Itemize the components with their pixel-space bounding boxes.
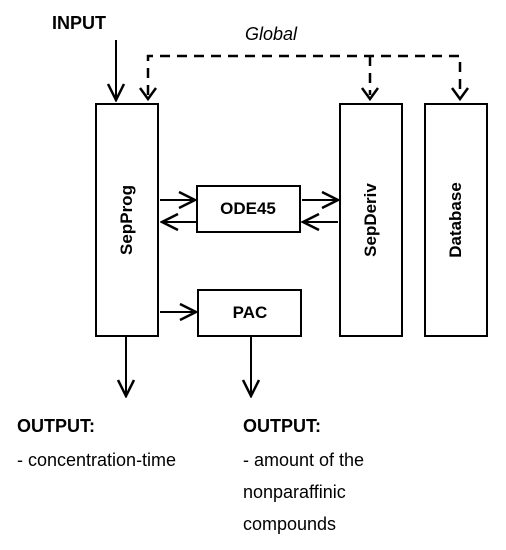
ode45-box — [196, 185, 301, 233]
sepprog-label: SepProg — [117, 185, 136, 255]
sepprog-box — [95, 103, 159, 337]
sepderiv-label: SepDeriv — [361, 183, 380, 257]
right-output-heading: OUTPUT: — [243, 416, 321, 436]
database-box — [424, 103, 488, 337]
global-arrowheads — [138, 87, 470, 102]
pac-label: PAC — [232, 303, 268, 322]
global-dashed-connector — [146, 54, 462, 95]
right-output-line-2: nonparaffinic — [243, 482, 346, 502]
right-output-line-3: compounds — [243, 514, 337, 534]
pac-box — [197, 289, 302, 337]
ode45-label: ODE45 — [220, 199, 276, 218]
left-output-heading: OUTPUT: — [17, 416, 95, 436]
input-label: INPUT — [52, 13, 106, 33]
global-label: Global — [245, 24, 298, 44]
sepderiv-box — [339, 103, 403, 337]
right-output-line-1: - amount of the — [243, 450, 365, 470]
left-output-item: - concentration-time — [17, 450, 177, 470]
database-label: Database — [446, 182, 465, 258]
